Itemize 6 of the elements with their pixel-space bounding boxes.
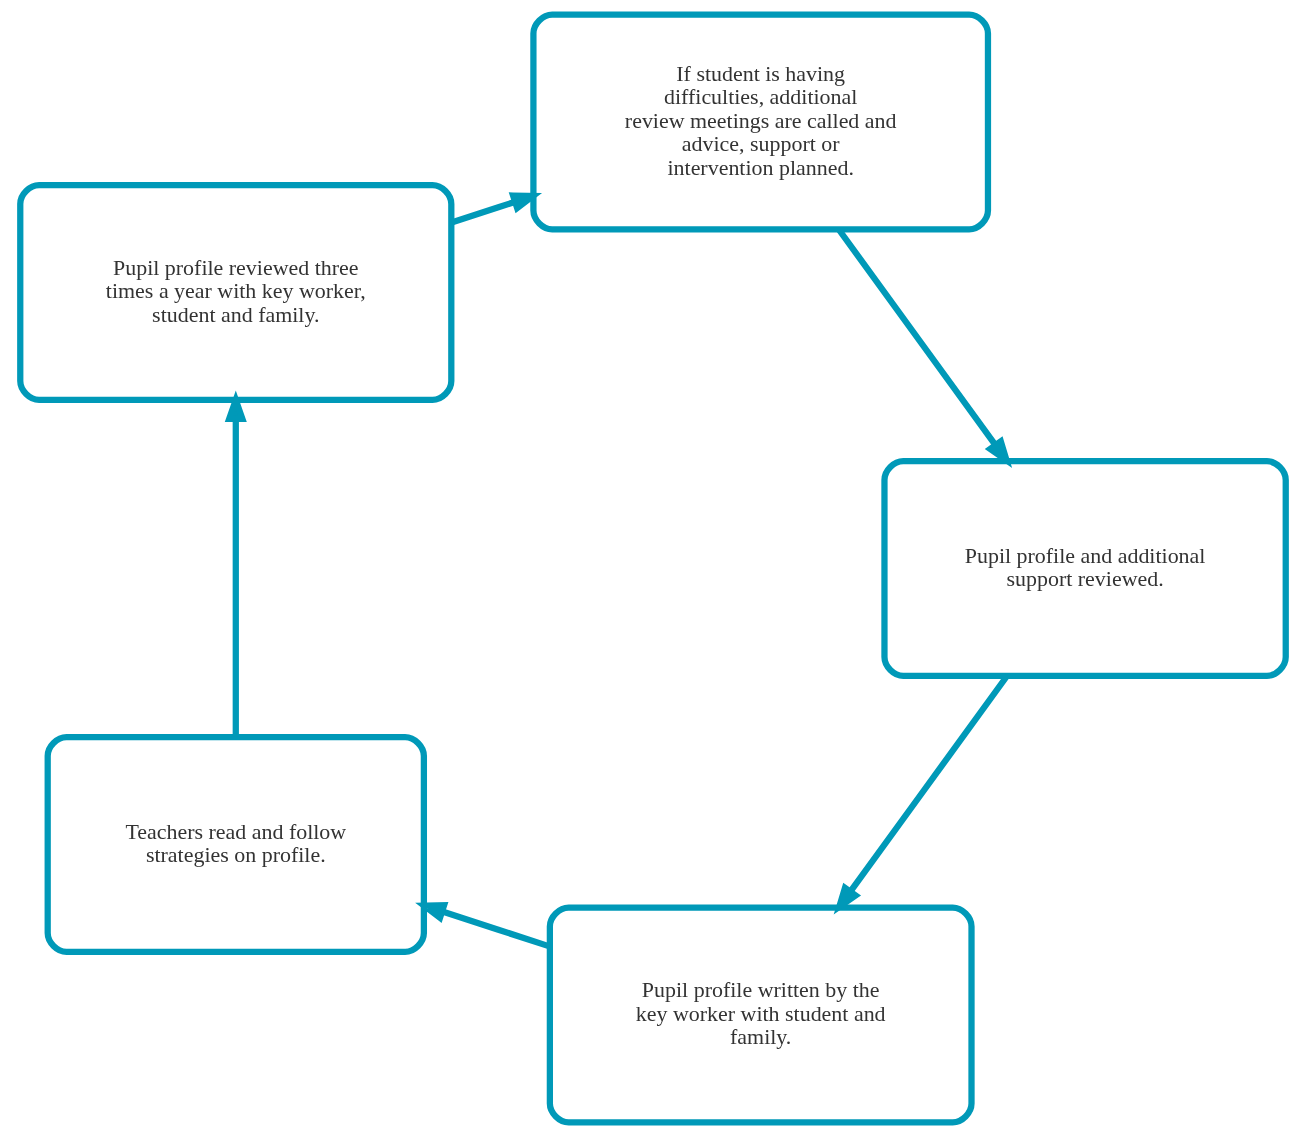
node-box: If student is having difficulties, additional review meetings are called and advice, support or intervention planned.	[530, 11, 992, 233]
node-box: Pupil profile reviewed three times a year with key worker, student and family.	[17, 182, 455, 404]
node-box: Teachers read and follow strategies on profile.	[44, 733, 427, 955]
arrow	[224, 390, 247, 737]
node-box: Pupil profile and additional support reviewed.	[881, 458, 1289, 679]
node-box: Pupil profile written by the key worker with student and family.	[546, 904, 975, 1126]
